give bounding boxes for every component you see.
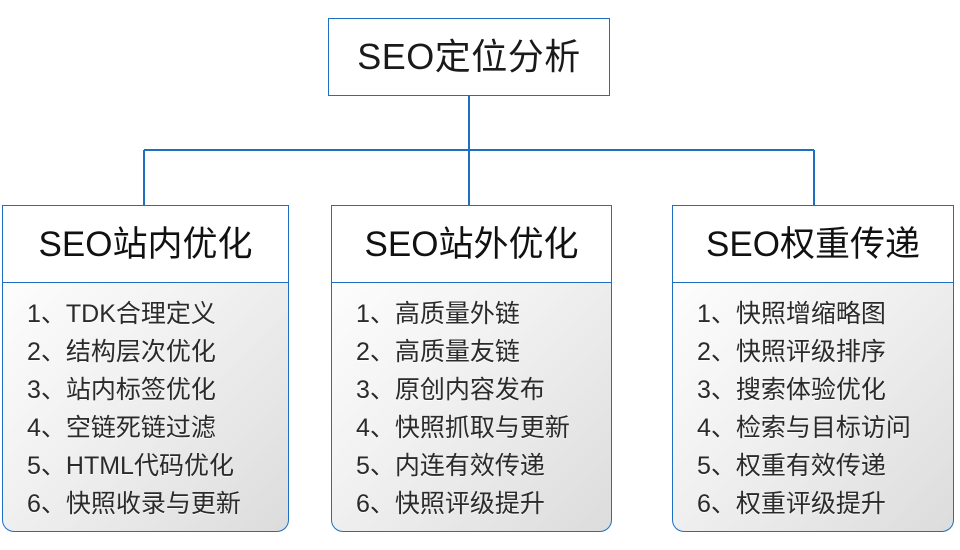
branch-column-seo-weight: SEO权重传递 1、快照增缩略图 2、快照评级排序 3、搜索体验优化 4、检索与… <box>672 205 954 532</box>
list-item: 6、快照收录与更新 <box>27 490 241 518</box>
root-node[interactable]: SEO定位分析 <box>328 18 610 96</box>
branch-item-list-1: 1、高质量外链 2、高质量友链 3、原创内容发布 4、快照抓取与更新 5、内连有… <box>332 295 611 523</box>
list-item: 2、结构层次优化 <box>27 338 216 366</box>
branch-item-list-2: 1、快照增缩略图 2、快照评级排序 3、搜索体验优化 4、检索与目标访问 5、权… <box>673 295 953 523</box>
list-item: 4、快照抓取与更新 <box>356 414 570 442</box>
list-item: 6、快照评级提升 <box>356 490 545 518</box>
list-item: 3、原创内容发布 <box>356 376 545 404</box>
list-item: 5、权重有效传递 <box>697 452 886 480</box>
list-item: 6、权重评级提升 <box>697 490 886 518</box>
branch-panel-1: 1、高质量外链 2、高质量友链 3、原创内容发布 4、快照抓取与更新 5、内连有… <box>331 283 612 532</box>
branch-panel-0: 1、TDK合理定义 2、结构层次优化 3、站内标签优化 4、空链死链过滤 5、H… <box>2 283 289 532</box>
list-item: 5、内连有效传递 <box>356 452 545 480</box>
list-item: 1、TDK合理定义 <box>27 300 216 328</box>
list-item: 2、高质量友链 <box>356 338 520 366</box>
list-item: 1、高质量外链 <box>356 300 520 328</box>
root-node-label: SEO定位分析 <box>357 36 581 77</box>
list-item: 3、站内标签优化 <box>27 376 216 404</box>
branch-item-list-0: 1、TDK合理定义 2、结构层次优化 3、站内标签优化 4、空链死链过滤 5、H… <box>3 295 288 523</box>
branch-header-0[interactable]: SEO站内优化 <box>2 205 289 283</box>
branch-header-1[interactable]: SEO站外优化 <box>331 205 612 283</box>
list-item: 1、快照增缩略图 <box>697 300 886 328</box>
list-item: 4、检索与目标访问 <box>697 414 911 442</box>
branch-header-label-1: SEO站外优化 <box>364 224 579 264</box>
branch-column-seo-offsite: SEO站外优化 1、高质量外链 2、高质量友链 3、原创内容发布 4、快照抓取与… <box>331 205 612 532</box>
list-item: 2、快照评级排序 <box>697 338 886 366</box>
list-item: 5、HTML代码优化 <box>27 452 234 480</box>
branch-panel-2: 1、快照增缩略图 2、快照评级排序 3、搜索体验优化 4、检索与目标访问 5、权… <box>672 283 954 532</box>
list-item: 3、搜索体验优化 <box>697 376 886 404</box>
branch-header-label-2: SEO权重传递 <box>706 224 920 264</box>
branch-column-seo-onsite: SEO站内优化 1、TDK合理定义 2、结构层次优化 3、站内标签优化 4、空链… <box>2 205 289 532</box>
branch-header-label-0: SEO站内优化 <box>38 224 253 264</box>
branch-header-2[interactable]: SEO权重传递 <box>672 205 954 283</box>
list-item: 4、空链死链过滤 <box>27 414 216 442</box>
